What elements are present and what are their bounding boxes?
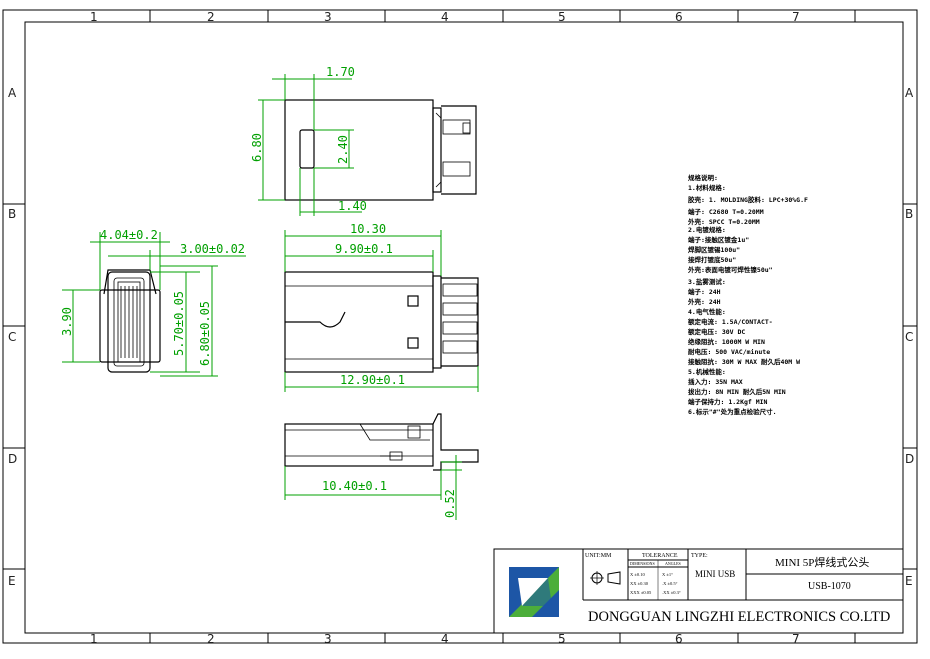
note-line-19: 插入力: 35N MAX <box>688 377 743 386</box>
row-label-c-r: C <box>905 330 913 344</box>
dim-side-offset: 0.52 <box>443 489 457 518</box>
col-label-4: 4 <box>441 10 449 24</box>
dim-front-inner: 5.70±0.05 <box>172 291 186 356</box>
projection-symbol-icon <box>590 571 621 585</box>
tol-col2: ANGLES <box>665 561 681 566</box>
col-label-7b: 7 <box>792 632 800 646</box>
note-line-15: 绝缘阻抗: 1000M W MIN <box>688 337 765 346</box>
dim-front-height: 3.90 <box>60 307 74 336</box>
row-label-b: B <box>8 207 16 221</box>
col-label-6: 6 <box>675 10 683 24</box>
note-line-14: 额定电压: 30V DC <box>688 327 745 336</box>
col-label-4b: 4 <box>441 632 449 646</box>
row-label-a-r: A <box>905 86 914 100</box>
spec-notes: 规格说明: 1.材料规格: 胶壳: 1. MOLDING胶料: LPC+30%G… <box>688 173 808 416</box>
col-label-5b: 5 <box>558 632 566 646</box>
note-line-21: 端子保持力: 1.2Kgf MIN <box>688 397 768 406</box>
type-value: MINI USB <box>695 569 735 579</box>
note-line-0: 1.材料规格: <box>688 183 726 192</box>
row-label-b-r: B <box>905 207 913 221</box>
company-name: DONGGUAN LINGZHI ELECTRONICS CO.LTD <box>588 609 890 625</box>
col-label-7: 7 <box>792 10 800 24</box>
col-label-3: 3 <box>324 10 332 24</box>
col-label-6b: 6 <box>675 632 683 646</box>
tol-col1: DIMENSIONS <box>630 561 655 566</box>
dim-plan-total: 12.90±0.1 <box>340 373 405 387</box>
dim-side-total: 10.40±0.1 <box>322 479 387 493</box>
tol-r0c1: X ±1° <box>662 572 673 577</box>
note-line-12: 4.电气性能: <box>688 307 726 316</box>
row-label-d-r: D <box>905 452 914 466</box>
top-view: 1.70 6.80 2.40 1.40 <box>250 65 477 216</box>
tol-r0c0: X ±0.10 <box>630 572 645 577</box>
row-label-e-r: E <box>905 574 913 588</box>
note-line-2: 端子: C2680 T=0.20MM <box>688 207 764 216</box>
tolerance-label: TOLERANCE <box>642 553 678 559</box>
note-line-6: 焊脚区镀锡100u" <box>688 245 740 254</box>
note-line-3: 外壳: SPCC T=0.20MM <box>688 217 760 226</box>
note-line-7: 接焊打镀底50u" <box>688 255 736 264</box>
note-line-18: 5.机械性能: <box>688 367 726 376</box>
col-label-2: 2 <box>207 10 215 24</box>
grid-columns: 1 2 3 4 5 6 7 1 2 3 4 5 6 7 <box>90 10 856 646</box>
product-name: MINI 5P焊线式公头 <box>775 555 869 569</box>
note-line-1: 胶壳: 1. MOLDING胶料: LPC+30%G.F <box>688 195 808 204</box>
tol-r1c0: XX ±0.30 <box>630 581 649 586</box>
company-logo-icon <box>509 567 559 617</box>
row-label-d: D <box>8 452 17 466</box>
dim-front-width: 4.04±0.2 <box>100 228 158 242</box>
unit-label: UNIT:MM <box>585 553 612 559</box>
note-line-10: 端子: 24H <box>688 287 721 296</box>
dim-plan-inner: 9.90±0.1 <box>335 242 393 256</box>
row-label-e: E <box>8 574 16 588</box>
dim-front-depth: 3.00±0.02 <box>180 242 245 256</box>
col-label-3b: 3 <box>324 632 332 646</box>
title-block: UNIT:MM TOLERANCE DIMENSIONS ANGLES X ±0… <box>493 548 904 634</box>
grid-rows: A B C D E A B C D E <box>3 86 917 588</box>
col-label-5: 5 <box>558 10 566 24</box>
tol-r1c1: .X ±0.5° <box>662 581 678 586</box>
dim-slot-offset: 1.40 <box>338 199 367 213</box>
col-label-2b: 2 <box>207 632 215 646</box>
col-label-1: 1 <box>90 10 98 24</box>
row-label-a: A <box>8 86 17 100</box>
side-view: 10.40±0.1 0.52 <box>284 413 479 520</box>
tol-r2c0: XXX ±0.05 <box>630 590 652 595</box>
col-label-1b: 1 <box>90 632 98 646</box>
tol-r2c1: .XX ±0.3° <box>662 590 681 595</box>
row-label-c: C <box>8 330 16 344</box>
note-line-17: 接触阻抗: 30M W MAX 耐久后40M W <box>688 357 800 366</box>
note-line-16: 耐电压: 500 VAC/minute <box>688 347 770 356</box>
dim-slot-height: 2.40 <box>336 135 350 164</box>
note-line-13: 额定电流: 1.5A/CONTACT- <box>688 317 773 326</box>
note-line-4: 2.电镀规格: <box>688 225 726 234</box>
dim-top-height: 6.80 <box>250 133 264 162</box>
dim-front-outer: 6.80±0.05 <box>198 301 212 366</box>
note-line-5: 端子:接触区镀金1u" <box>688 235 749 244</box>
note-line-8: 外壳:表面电镀可焊性镍50u" <box>688 265 773 274</box>
note-line-11: 外壳: 24H <box>688 297 721 306</box>
part-number: USB-1070 <box>808 581 851 592</box>
plan-view: 10.30 9.90±0.1 12.90±0.1 <box>284 222 479 392</box>
dim-top-width: 1.70 <box>326 65 355 79</box>
notes-title: 规格说明: <box>688 173 718 182</box>
note-line-22: 6.标示"#"处为重点检验尺寸. <box>688 407 776 416</box>
type-label: TYPE: <box>691 553 708 559</box>
dim-plan-top: 10.30 <box>350 222 386 236</box>
note-line-9: 3.盐雾测试: <box>688 277 726 286</box>
note-line-20: 拔出力: 8N MIN 耐久后5N MIN <box>688 387 786 396</box>
inner-frame <box>24 21 904 634</box>
front-view: 4.04±0.2 3.00±0.02 3.90 5.70±0.05 6.80±0… <box>60 228 246 377</box>
